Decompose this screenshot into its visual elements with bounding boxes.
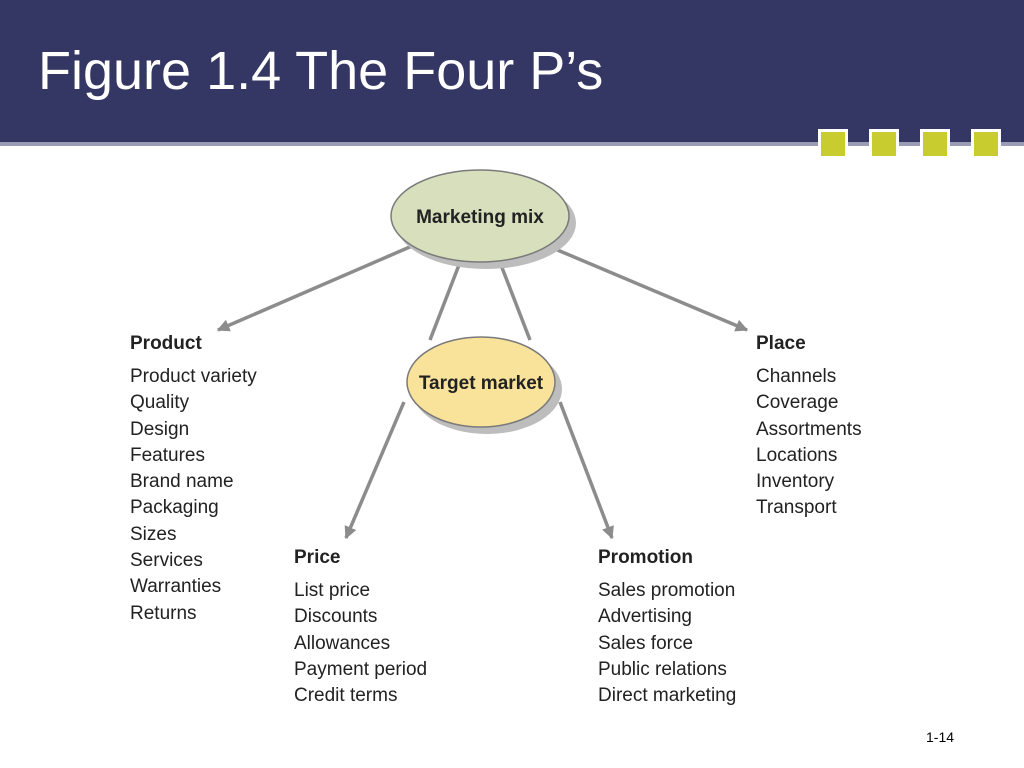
price-list: Price List price Discounts Allowances Pa…	[294, 547, 427, 711]
product-item: Warranties	[130, 576, 222, 598]
product-item: Product variety	[130, 366, 257, 387]
product-item: Services	[130, 550, 203, 572]
place-item: Inventory	[756, 471, 835, 493]
arrow-to-place	[547, 244, 749, 332]
promotion-item: Direct marketing	[598, 685, 737, 707]
promotion-heading: Promotion	[598, 547, 693, 568]
product-item: Returns	[130, 602, 197, 624]
price-item: Allowances	[294, 632, 391, 654]
product-item: Sizes	[130, 523, 177, 545]
deco-square-1	[818, 129, 848, 159]
marketing-mix-node	[390, 169, 570, 263]
target-market-label: Target market	[419, 373, 544, 394]
product-heading: Product	[130, 333, 202, 354]
product-item: Packaging	[130, 497, 219, 519]
place-item: Coverage	[756, 392, 839, 414]
price-item: List price	[294, 580, 371, 601]
promotion-item: Sales promotion	[598, 580, 736, 601]
price-item: Credit terms	[294, 685, 398, 707]
title-bar-rule	[0, 142, 1024, 146]
product-item: Quality	[130, 392, 190, 414]
deco-square-3	[920, 129, 950, 159]
place-item: Channels	[756, 366, 837, 387]
product-item: Design	[130, 418, 190, 440]
target-market-node	[406, 336, 556, 428]
connector-mix-to-target-left	[428, 264, 461, 341]
place-item: Transport	[756, 497, 837, 519]
product-item: Features	[130, 444, 205, 466]
arrow-to-price	[344, 401, 406, 540]
product-item: Brand name	[130, 471, 234, 493]
marketing-mix-label: Marketing mix	[416, 207, 544, 228]
deco-square-2	[869, 129, 899, 159]
promotion-list: Promotion Sales promotion Advertising Sa…	[598, 547, 736, 711]
product-list: Product Product variety Quality Design F…	[130, 333, 257, 629]
promotion-item: Advertising	[598, 606, 692, 628]
price-item: Discounts	[294, 606, 378, 628]
connector-mix-to-target-right	[499, 264, 532, 341]
place-heading: Place	[756, 333, 806, 354]
slide-title: Figure 1.4 The Four P’s	[38, 41, 604, 101]
arrow-to-product	[216, 244, 413, 332]
place-list: Place Channels Coverage Assortments Loca…	[756, 333, 862, 524]
deco-square-4	[971, 129, 1001, 159]
price-heading: Price	[294, 547, 341, 568]
page-number: 1-14	[926, 729, 955, 745]
place-item: Assortments	[756, 418, 862, 440]
promotion-item: Public relations	[598, 658, 727, 680]
price-item: Payment period	[294, 658, 428, 680]
promotion-item: Sales force	[598, 632, 694, 654]
place-item: Locations	[756, 444, 838, 466]
title-bar	[0, 0, 1024, 142]
arrow-to-promotion	[558, 401, 614, 540]
